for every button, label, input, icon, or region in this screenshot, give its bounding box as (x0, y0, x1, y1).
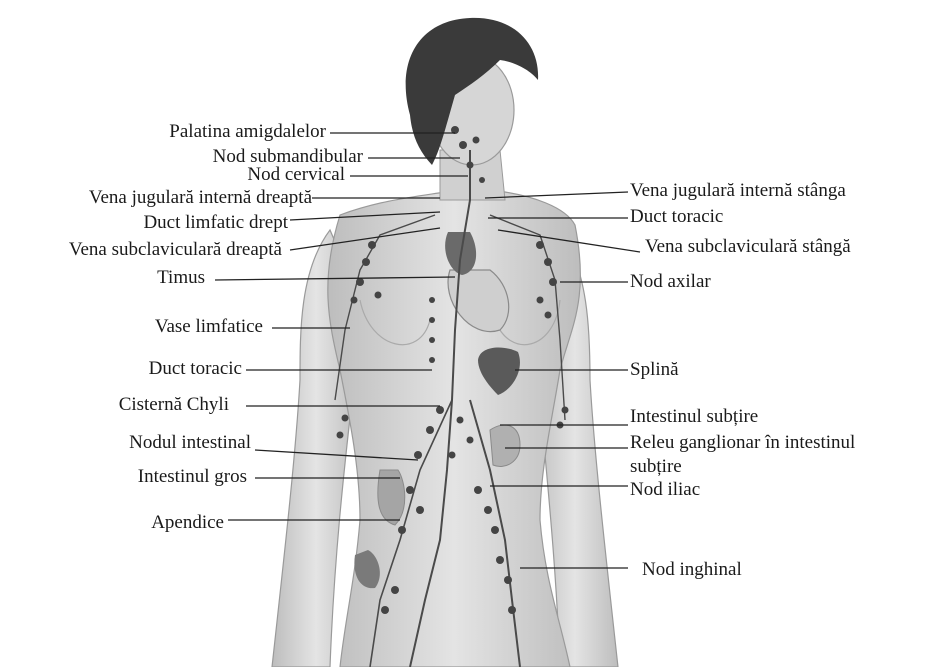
label-splina: Splină (630, 360, 679, 380)
label-timus: Timus (157, 268, 205, 288)
label-releu-ganglionar-cont: subțire (630, 457, 682, 477)
label-vena-jugulara-stanga: Vena jugulară internă stânga (630, 181, 846, 201)
label-cisterna-chyli: Cisternă Chyli (119, 395, 229, 415)
label-vena-jugulara-dreapta: Vena jugulară internă dreaptă (89, 188, 312, 208)
label-nod-axilar: Nod axilar (630, 272, 711, 292)
label-vase-limfatice: Vase limfatice (155, 317, 263, 337)
label-nod-cervical: Nod cervical (247, 165, 345, 185)
label-duct-toracic-left: Duct toracic (149, 359, 242, 379)
label-intestinul-subtire: Intestinul subțire (630, 407, 758, 427)
label-duct-limfatic-drept: Duct limfatic drept (143, 213, 288, 233)
label-releu-ganglionar: Releu ganglionar în intestinul (630, 433, 855, 453)
label-duct-toracic-right: Duct toracic (630, 207, 723, 227)
label-vena-subclaviculara-stanga: Vena subclaviculară stângă (645, 237, 851, 257)
label-intestinul-gros: Intestinul gros (138, 467, 247, 487)
label-vena-subclaviculara-dreapta: Vena subclaviculară dreaptă (69, 240, 282, 260)
label-apendice: Apendice (151, 513, 224, 533)
label-palatina-amigdalelor: Palatina amigdalelor (169, 122, 326, 142)
label-nod-iliac: Nod iliac (630, 480, 700, 500)
label-nod-inghinal: Nod inghinal (642, 560, 742, 580)
label-nodul-intestinal: Nodul intestinal (129, 433, 251, 453)
